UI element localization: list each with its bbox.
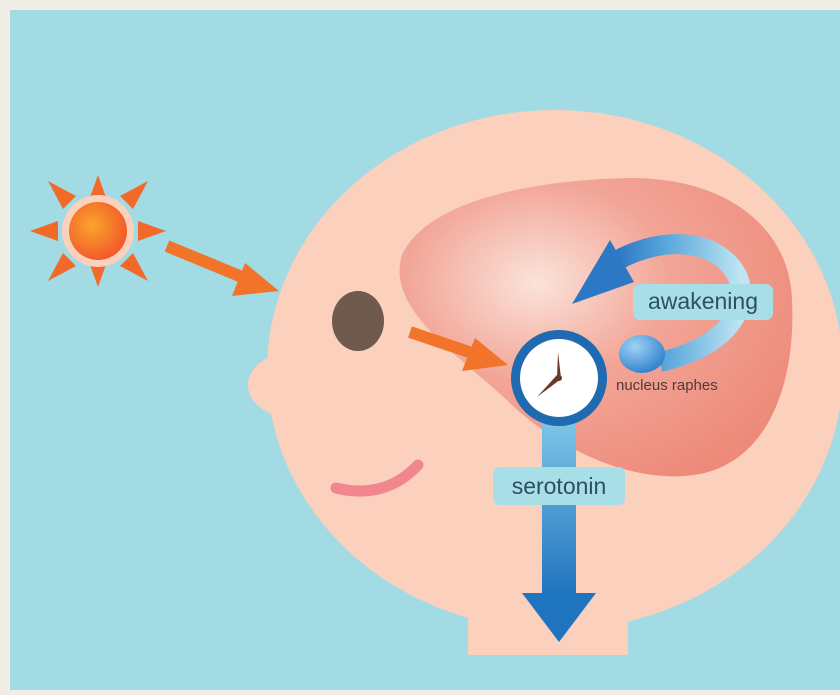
serotonin-label: serotonin <box>493 467 625 505</box>
nucleus-raphes-label: nucleus raphes <box>616 377 718 394</box>
awakening-label: awakening <box>633 284 773 320</box>
nose <box>248 353 332 417</box>
eye-icon <box>332 291 384 351</box>
nucleus-raphes-node <box>619 335 665 373</box>
awakening-text: awakening <box>648 288 758 314</box>
clock-icon <box>511 330 607 426</box>
serotonin-text: serotonin <box>512 473 607 499</box>
